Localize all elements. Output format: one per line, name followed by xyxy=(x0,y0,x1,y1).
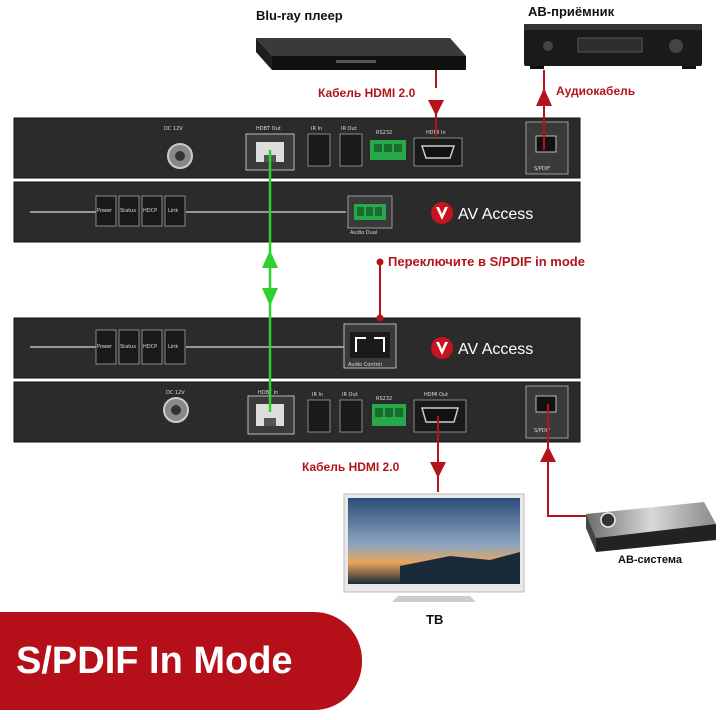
transmitter-rear-panel: DC 12V HDBT Out IR In IR Out RS232 HDMI … xyxy=(13,117,581,179)
hdbt-out-label: HDBT Out xyxy=(256,126,281,132)
link-label-bottom: Link xyxy=(168,344,178,350)
bluray-player xyxy=(256,38,466,70)
mode-banner: S/PDIF In Mode xyxy=(0,612,362,710)
brand-logo-top: AV Access xyxy=(458,206,533,223)
audio-cable-top xyxy=(536,70,552,150)
dc-label-bottom: DC 12V xyxy=(166,390,185,396)
audio-control-label: Audio Control xyxy=(348,362,382,368)
instruction-label: Переключите в S/PDIF in mode xyxy=(388,254,585,269)
hdmi-cable-top xyxy=(428,70,444,136)
audio-cable-label: Аудиокабель xyxy=(556,84,636,98)
link-label-top: Link xyxy=(168,208,178,214)
av-system xyxy=(586,502,716,552)
dc-label: DC 12V xyxy=(164,126,183,132)
hdbt-in-label: HDBT In xyxy=(258,390,278,396)
status-label-top: Status xyxy=(120,208,136,214)
mode-banner-text: S/PDIF In Mode xyxy=(16,640,293,682)
rs232-label: RS232 xyxy=(376,130,392,136)
av-system-label: АВ-система xyxy=(618,554,683,566)
hdmi-cable-top-label: Кабель HDMI 2.0 xyxy=(318,86,416,100)
hdcp-label-top: HDCP xyxy=(143,208,157,214)
transmitter-front-panel: Power Status HDCP Link Audio Dual AV Acc… xyxy=(13,181,581,243)
audio-cable-bottom xyxy=(540,404,586,517)
ir-in-label-bottom: IR In xyxy=(312,392,323,398)
hdcp-label-bottom: HDCP xyxy=(143,344,157,350)
hdmi-cable-bottom-label: Кабель HDMI 2.0 xyxy=(302,460,400,474)
bluray-label: Blu-ray плеер xyxy=(256,8,343,23)
rs232-label-bottom: RS232 xyxy=(376,396,392,402)
spdif-label-bottom: S/PDIF xyxy=(534,428,550,434)
power-label-top: Power xyxy=(97,208,113,214)
power-label-bottom: Power xyxy=(97,344,113,350)
ir-out-label: IR Out xyxy=(341,126,357,132)
tv-label: ТВ xyxy=(426,612,444,627)
hdbaset-link xyxy=(262,150,278,412)
brand-logo-bottom: AV Access xyxy=(458,341,533,358)
hdmi-cable-bottom xyxy=(430,416,446,492)
tv xyxy=(343,493,525,602)
ir-out-label-bottom: IR Out xyxy=(342,392,358,398)
av-receiver-label: АВ-приёмник xyxy=(528,4,615,19)
status-label-bottom: Status xyxy=(120,344,136,350)
instruction-pointer xyxy=(376,258,384,322)
hdmi-out-label: HDMI Out xyxy=(424,392,448,398)
ir-in-label: IR In xyxy=(311,126,322,132)
receiver-rear-panel: DC 12V HDBT In IR In IR Out RS232 HDMI O… xyxy=(13,381,581,443)
receiver-front-panel: Power Status HDCP Link Audio Control AV … xyxy=(13,317,581,379)
spdif-label-top: S/PDIF xyxy=(534,166,550,172)
audio-dual-label: Audio Dual xyxy=(350,230,377,236)
av-receiver xyxy=(524,24,702,69)
